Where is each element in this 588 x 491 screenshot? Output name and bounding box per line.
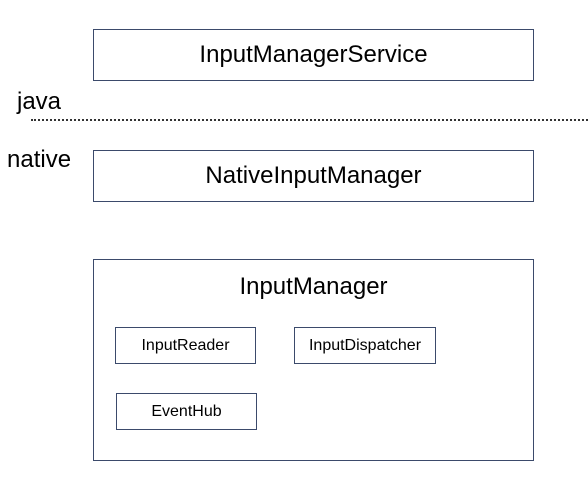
event-hub-box: EventHub	[116, 393, 257, 430]
input-dispatcher-label: InputDispatcher	[308, 336, 422, 354]
input-reader-box: InputReader	[115, 327, 256, 364]
input-manager-service-label: InputManagerService	[199, 41, 428, 68]
input-manager-service-box: InputManagerService	[93, 29, 534, 81]
native-layer-label: native	[7, 146, 72, 173]
java-native-divider	[31, 119, 588, 121]
native-input-manager-box: NativeInputManager	[93, 150, 534, 202]
native-input-manager-label: NativeInputManager	[205, 162, 422, 189]
input-manager-title: InputManager	[239, 273, 388, 300]
event-hub-label: EventHub	[151, 402, 222, 420]
java-layer-label: java	[17, 88, 62, 115]
input-reader-label: InputReader	[141, 336, 230, 354]
input-dispatcher-box: InputDispatcher	[294, 327, 436, 364]
